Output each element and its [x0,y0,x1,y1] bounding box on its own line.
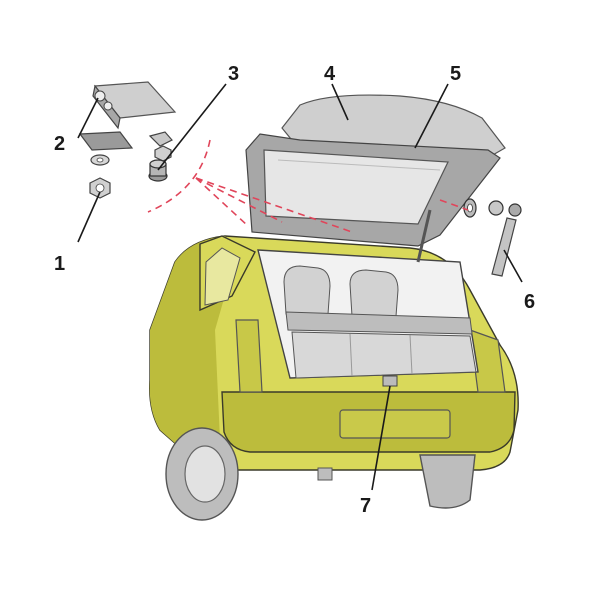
leader-lines [77,83,523,491]
assembly-guide-lines [147,139,469,233]
rear-left-wheel [165,427,239,521]
hatchback-car-body [149,235,519,471]
hinge-nut-part [89,177,111,199]
tailgate-door [245,94,506,247]
callout-6: 6 [524,291,535,313]
strut-ball-joint [488,200,522,217]
callout-4: 4 [324,63,336,85]
strut-bushing [463,198,477,218]
callout-5: 5 [450,63,461,85]
callout-7: 7 [360,495,371,517]
callout-2: 2 [54,133,65,155]
rear-right-wheel [419,454,476,509]
gas-strut-part [491,217,517,277]
hinge-clip [148,131,173,162]
exhaust-pipe [317,467,333,481]
gas-strut-mounted [416,209,432,263]
callout-1: 1 [54,253,65,275]
hinge-seal-plate [78,131,134,151]
hinge-washer [90,154,110,166]
callout-labels: 1 2 3 4 5 6 7 [54,63,535,517]
hinge-part [92,81,177,130]
callout-3: 3 [228,63,239,85]
